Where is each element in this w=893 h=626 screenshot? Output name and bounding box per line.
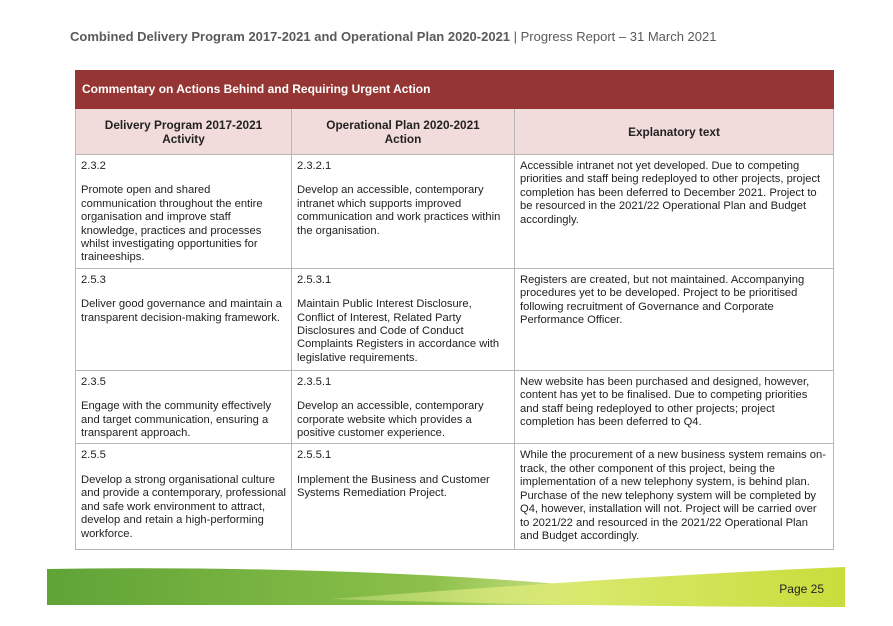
action-cell: 2.5.3.1 Maintain Public Interest Disclos… [291,267,515,371]
activity-cell: 2.3.2 Promote open and shared communicat… [75,154,292,269]
table-row: 2.5.5 Develop a strong organisational cu… [75,443,835,551]
activity-cell: 2.3.5 Engage with the community effectiv… [75,369,292,445]
action-text: Implement the Business and Customer Syst… [297,473,490,500]
commentary-table: Commentary on Actions Behind and Requiri… [74,70,835,551]
column-header-explanation: Explanatory text [513,108,835,155]
action-code: 2.3.2.1 [297,160,332,172]
table-row: 2.5.3 Deliver good governance and mainta… [75,267,835,371]
explanation-cell: Registers are created, but not maintaine… [513,267,835,371]
activity-code: 2.5.5 [81,449,106,462]
table-row: 2.3.5 Engage with the community effectiv… [75,369,835,445]
activity-text: Engage with the community effectively an… [81,400,272,440]
explanation-text: New website has been purchased and desig… [520,375,810,429]
activity-code: 2.3.2 [81,160,106,172]
action-text: Maintain Public Interest Disclosure, Con… [297,298,500,364]
action-cell: 2.3.2.1 Develop an accessible, contempor… [291,154,515,269]
footer-swoosh-graphic [47,567,845,607]
column-header-row: Delivery Program 2017-2021 Activity Oper… [75,108,835,155]
action-cell: 2.5.5.1 Implement the Business and Custo… [291,443,515,551]
action-code: 2.5.3.1 [297,273,332,286]
action-text: Develop an accessible, contemporary intr… [297,184,501,237]
explanation-cell: Accessible intranet not yet developed. D… [513,154,835,269]
page-number: Page 25 [779,582,824,596]
table-title: Commentary on Actions Behind and Requiri… [74,70,835,109]
explanation-text: While the procurement of a new business … [520,449,826,542]
explanation-text: Registers are created, but not maintaine… [520,273,805,327]
column-header-activity: Delivery Program 2017-2021 Activity [75,108,292,155]
activity-text: Promote open and shared communication th… [81,184,263,264]
table-row: 2.3.2 Promote open and shared communicat… [75,154,835,269]
action-code: 2.3.5.1 [297,375,332,388]
header-separator: | [510,29,521,44]
activity-cell: 2.5.5 Develop a strong organisational cu… [75,443,292,551]
footer-lime-band [330,567,845,607]
document-header: Combined Delivery Program 2017-2021 and … [70,29,716,44]
activity-code: 2.5.3 [81,273,106,286]
activity-text: Deliver good governance and maintain a t… [81,298,282,324]
action-cell: 2.3.5.1 Develop an accessible, contempor… [291,369,515,445]
action-code: 2.5.5.1 [297,449,332,462]
activity-code: 2.3.5 [81,375,106,388]
activity-text: Develop a strong organisational culture … [81,473,287,540]
header-subtitle: Progress Report – 31 March 2021 [520,29,717,44]
table-title-row: Commentary on Actions Behind and Requiri… [74,70,835,109]
action-text: Develop an accessible, contemporary corp… [297,400,484,440]
activity-cell: 2.5.3 Deliver good governance and mainta… [75,267,292,371]
header-title: Combined Delivery Program 2017-2021 and … [70,29,511,44]
column-header-action: Operational Plan 2020-2021 Action [291,108,515,155]
explanation-cell: New website has been purchased and desig… [513,369,835,445]
explanation-text: Accessible intranet not yet developed. D… [520,160,821,226]
explanation-cell: While the procurement of a new business … [513,443,835,551]
